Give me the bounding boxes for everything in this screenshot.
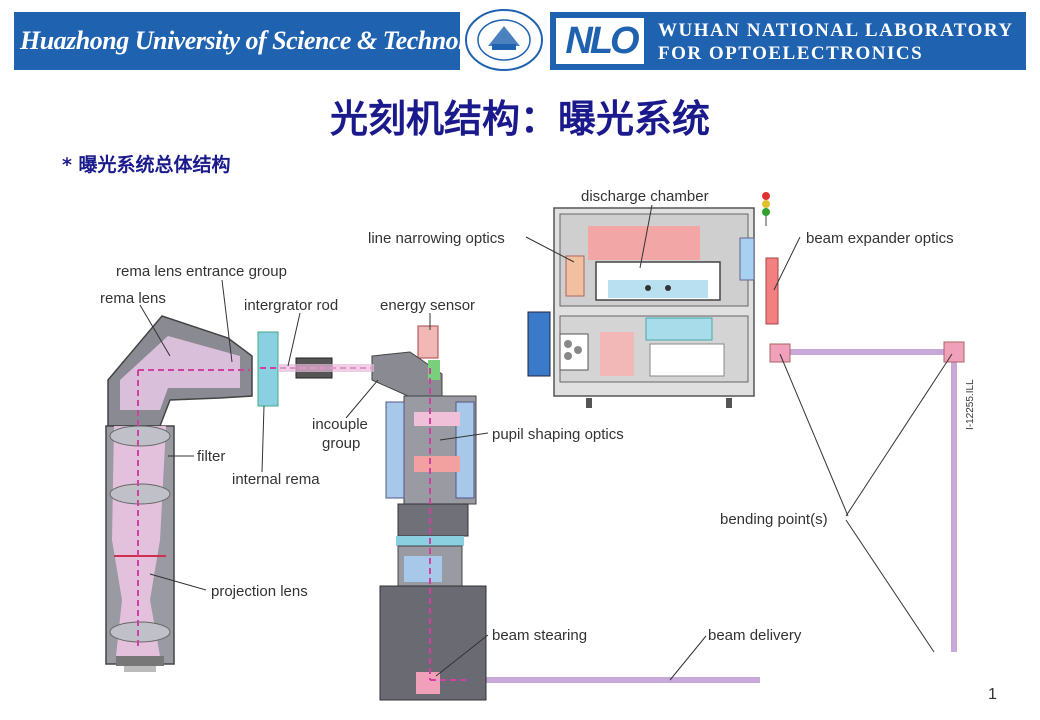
label-discharge-chamber: discharge chamber	[581, 188, 709, 205]
label-energy-sensor: energy sensor	[380, 297, 475, 314]
label-pupil-shaping-optics: pupil shaping optics	[492, 426, 624, 443]
label-intergrator-rod: intergrator rod	[244, 297, 338, 314]
slide-title: 光刻机结构：曝光系统	[329, 97, 710, 141]
lab-logo-text: NLO	[565, 20, 639, 62]
slide-subtitle: * 曝光系统总体结构	[62, 154, 231, 176]
page-number: 1	[988, 686, 997, 703]
university-banner: Huazhong University of Science & Technol…	[14, 12, 501, 70]
university-seal-logo	[465, 9, 543, 71]
lab-banner: NLO WUHAN NATIONAL LABORATORY FOR OPTOEL…	[550, 12, 1026, 70]
leader-lines	[139, 204, 953, 681]
laser-source	[527, 192, 779, 408]
university-name: Huazhong University of Science & Technol…	[20, 26, 501, 55]
lab-name-line2: FOR OPTOELECTRONICS	[658, 43, 924, 64]
label-beam-delivery: beam delivery	[708, 627, 802, 644]
illuminator-column	[371, 325, 487, 701]
label-rema-lens-entrance-group: rema lens entrance group	[116, 263, 287, 280]
lab-name-line1: WUHAN NATIONAL LABORATORY	[658, 20, 1014, 41]
label-line-narrowing-optics: line narrowing optics	[368, 230, 505, 247]
label-beam-expander-optics: beam expander optics	[806, 230, 954, 247]
label-rema-lens: rema lens	[100, 290, 166, 307]
projection-lens-column	[105, 315, 253, 672]
label-incouple: incouple	[312, 416, 368, 433]
label-beam-stearing: beam stearing	[492, 627, 587, 644]
label-figure-code: I-12255.ILL	[965, 379, 976, 430]
lab-logo: NLO	[556, 18, 644, 64]
label-bending-points: bending point(s)	[720, 511, 828, 528]
integrator-rod-assembly	[257, 331, 374, 407]
label-internal-rema: internal rema	[232, 471, 320, 488]
label-filter: filter	[197, 448, 225, 465]
label-group: group	[322, 435, 360, 452]
label-projection-lens: projection lens	[211, 583, 308, 600]
